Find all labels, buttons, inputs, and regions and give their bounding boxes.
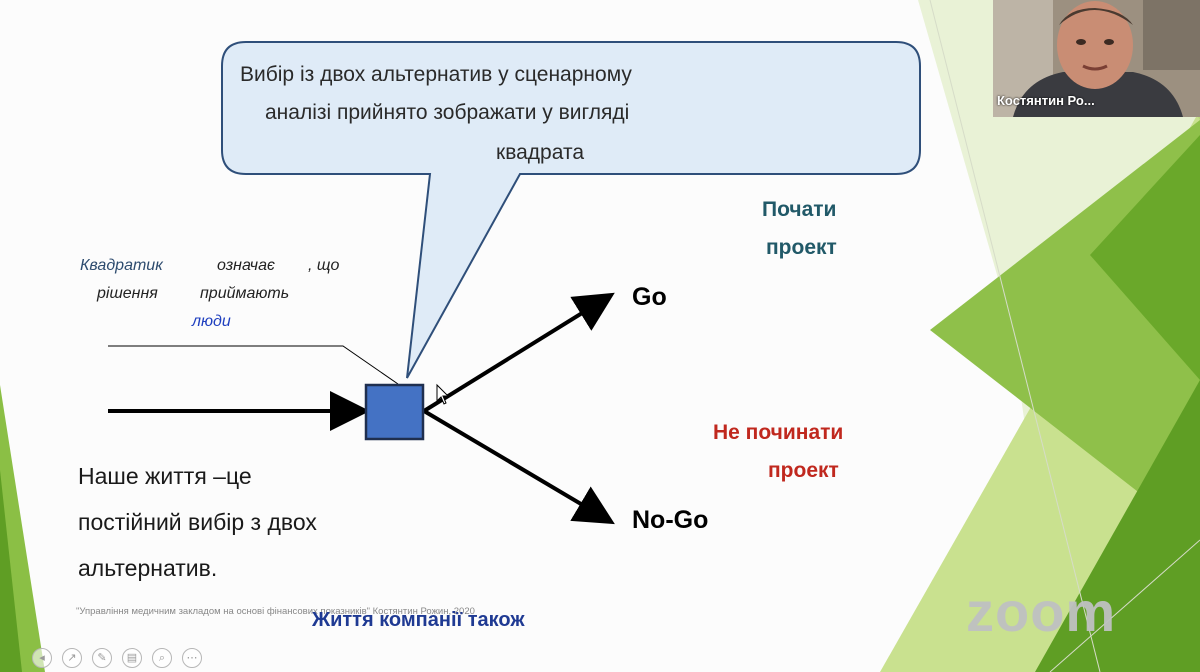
annotation-leader-line bbox=[108, 345, 399, 385]
right-dark-bottom-shape bbox=[1035, 380, 1200, 672]
not-start-project-line-1: Не починати bbox=[713, 421, 844, 444]
statement-line-2: постійний вибір з двох bbox=[78, 509, 317, 535]
zoom-icon[interactable]: ⌕ bbox=[152, 648, 172, 668]
decision-square bbox=[364, 383, 425, 441]
note-word-rishennia: рішення bbox=[97, 285, 158, 302]
note-word-shcho: , що bbox=[308, 257, 340, 274]
pointer-icon[interactable]: ↗ bbox=[62, 648, 82, 668]
not-start-project-line-2: проект bbox=[768, 459, 839, 482]
callout-line-3: квадрата bbox=[496, 141, 584, 164]
callout-line-2: аналізі прийнято зображати у вигляді bbox=[265, 101, 630, 124]
note-word-liudy: люди bbox=[192, 313, 231, 330]
callout-balloon bbox=[221, 41, 921, 379]
pen-icon[interactable]: ✎ bbox=[92, 648, 112, 668]
note-word-oznachaie: означає bbox=[217, 257, 275, 274]
left-green-shape-dark bbox=[0, 470, 22, 672]
highlighter-icon[interactable]: ▤ bbox=[122, 648, 142, 668]
go-arrow bbox=[422, 292, 615, 413]
start-project-line-1: Почати bbox=[762, 198, 837, 221]
note-word-kvadratyk: Квадратик bbox=[80, 257, 163, 274]
go-label: Go bbox=[632, 283, 667, 311]
participant-video-tile[interactable]: Костянтин Ро... bbox=[993, 0, 1200, 117]
slide-subtitle: Життя компанії також bbox=[312, 609, 525, 631]
statement-line-1: Наше життя –це bbox=[78, 463, 252, 489]
zoom-watermark-logo: zoom bbox=[966, 580, 1117, 643]
arrow-left-icon[interactable]: ◂ bbox=[32, 648, 52, 668]
statement-line-3: альтернатив. bbox=[78, 555, 218, 581]
mouse-cursor-icon bbox=[436, 383, 450, 405]
start-project-line-2: проект bbox=[766, 236, 837, 259]
more-icon[interactable]: ⋯ bbox=[182, 648, 202, 668]
callout-line-1: Вибір із двох альтернатив у сценарному bbox=[240, 63, 632, 86]
nogo-label: No-Go bbox=[632, 506, 709, 534]
right-dark-shape bbox=[1090, 135, 1200, 380]
slide-citation: "Управління медичним закладом на основі … bbox=[76, 606, 475, 617]
participant-name-label: Костянтин Ро... bbox=[997, 93, 1095, 108]
participant-video-feed bbox=[993, 0, 1200, 117]
note-word-pryimaiut: приймають bbox=[200, 285, 290, 302]
nogo-arrow bbox=[422, 409, 615, 525]
